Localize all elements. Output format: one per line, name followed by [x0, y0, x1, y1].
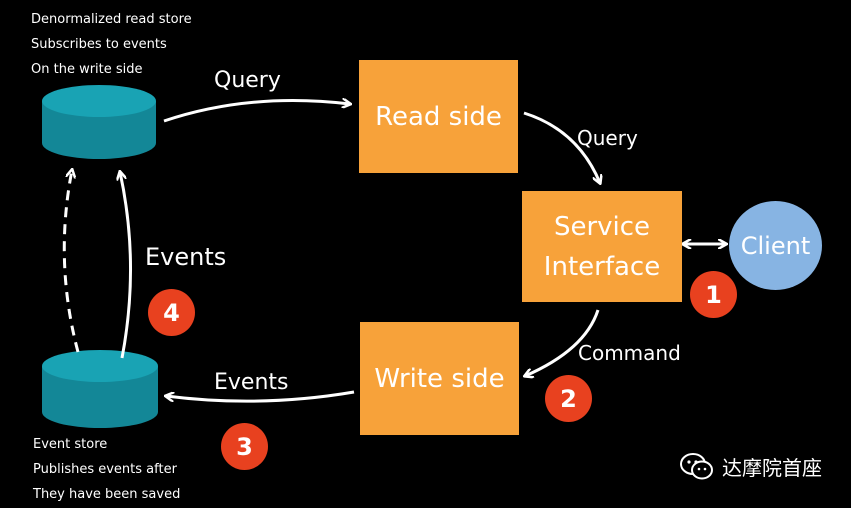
query-label-top: Query [214, 68, 281, 93]
write-side-label: Write side [374, 363, 505, 394]
watermark-text: 达摩院首座 [722, 456, 822, 480]
events-arrow-left [120, 172, 132, 359]
wechat-icon [680, 452, 713, 479]
service-interface-label-line: Service [553, 211, 651, 242]
event-store-note: Event store Publishes events after They … [33, 432, 180, 507]
step-badge-1: 1 [690, 271, 737, 318]
dashed-events-arrow [62, 170, 80, 353]
query-arrow-right [523, 111, 600, 183]
read-side-box: Read side [359, 60, 518, 173]
write-side-box: Write side [360, 322, 519, 435]
read-store-note: Denormalized read store Subscribes to ev… [31, 7, 192, 82]
step-badge-3: 3 [221, 423, 268, 470]
client-label: Client [740, 231, 811, 260]
read-side-label: Read side [375, 101, 502, 132]
events-label-bottom: Events [214, 370, 289, 395]
event-store-note-line: They have been saved [33, 487, 181, 502]
read-store-note-line: Denormalized read store [31, 12, 192, 27]
events-label-left: Events [145, 243, 227, 271]
query-label-right: Query [577, 126, 638, 150]
service-interface-box: Service Interface [522, 191, 682, 302]
read-store-cylinder [42, 85, 156, 159]
command-arrow [525, 309, 600, 376]
client-circle: Client [729, 201, 822, 290]
step-badge-2: 2 [545, 375, 592, 422]
event-store-note-line: Publishes events after [33, 462, 177, 477]
event-store-cylinder [42, 350, 158, 428]
watermark: 达摩院首座 [680, 452, 822, 481]
query-arrow-top [163, 100, 350, 123]
event-store-note-line: Event store [33, 437, 108, 452]
command-label: Command [578, 341, 681, 365]
step-badge-4: 4 [148, 289, 195, 336]
events-arrow-bottom [166, 390, 355, 403]
service-interface-label-line: Interface [543, 251, 661, 282]
read-store-note-line: On the write side [31, 62, 143, 77]
read-store-note-line: Subscribes to events [31, 37, 167, 52]
